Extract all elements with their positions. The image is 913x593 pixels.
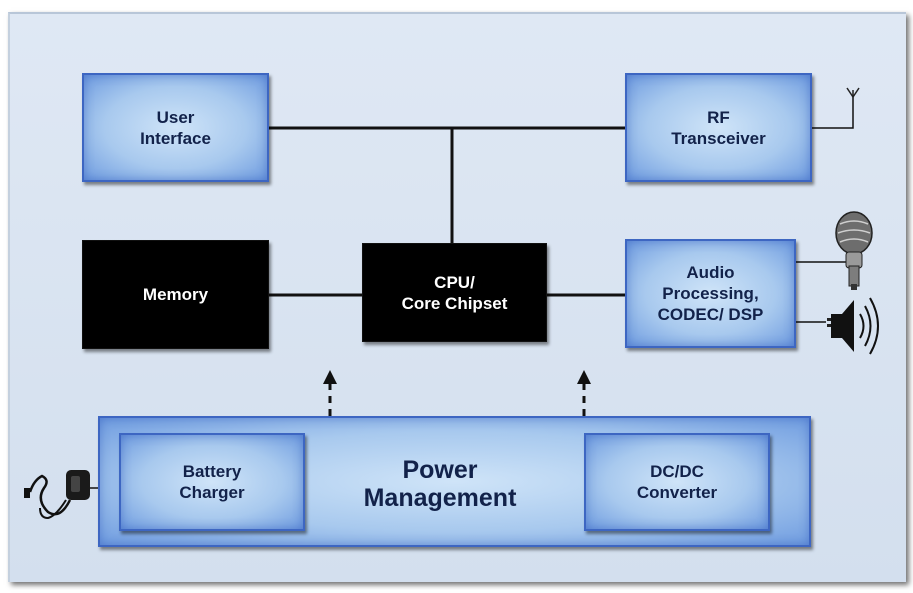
dcdc-converter-block: DC/DC Converter [584,433,770,531]
memory-block: Memory [82,240,269,349]
audio-processing-block: Audio Processing, CODEC/ DSP [625,239,796,348]
power-arrow-right [577,370,591,416]
power-arrow-left [323,370,337,416]
antenna-icon [846,87,860,98]
battery-charger-block: Battery Charger [119,433,305,531]
rf-antenna-line [812,97,854,129]
power-management-title: Power Management [363,456,517,512]
rf-transceiver-block: RF Transceiver [625,73,812,182]
speaker-icon [827,297,879,355]
cpu-block: CPU/ Core Chipset [362,243,547,342]
charger-icon [24,470,90,520]
microphone-icon [835,211,873,290]
user-interface-block: User Interface [82,73,269,182]
